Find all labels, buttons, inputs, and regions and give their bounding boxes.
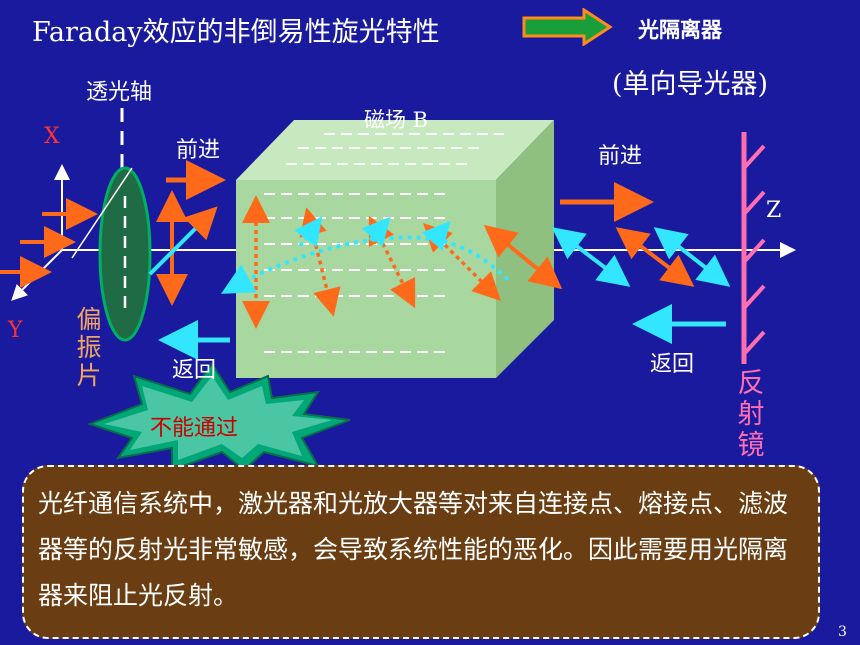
transmission-axis-label: 透光轴 bbox=[86, 80, 153, 105]
blocked-burst-shape bbox=[87, 362, 351, 470]
isolator-label: 光隔离器 bbox=[638, 17, 722, 42]
info-box: 光纤通信系统中，激光器和光放大器等对来自连接点、熔接点、滤波器等的反射光非常敏感… bbox=[22, 465, 820, 639]
right-arrow-icon bbox=[522, 8, 613, 46]
polarizer-label: 偏振片 bbox=[76, 305, 102, 390]
page-number: 3 bbox=[838, 624, 847, 640]
forward-label-left: 前进 bbox=[176, 138, 221, 163]
y-axis-label: Y bbox=[8, 318, 23, 343]
isolator-subtitle: (单向导光器) bbox=[612, 69, 769, 100]
rotated-arrow bbox=[148, 206, 218, 276]
faraday-isolator-diagram bbox=[0, 108, 796, 470]
magnetic-cube bbox=[236, 120, 554, 378]
magnetic-field-label: 磁场 B bbox=[364, 108, 429, 132]
forward-label-right: 前进 bbox=[598, 144, 643, 169]
mirror-label: 反射镜 bbox=[737, 368, 765, 461]
return-label-left: 返回 bbox=[172, 358, 217, 383]
x-axis-label: X bbox=[44, 124, 60, 149]
z-axis-label: Z bbox=[766, 198, 782, 223]
info-text: 光纤通信系统中，激光器和光放大器等对来自连接点、熔接点、滤波器等的反射光非常敏感… bbox=[38, 489, 789, 610]
slide-title: Faraday效应的非倒易性旋光特性 bbox=[32, 17, 440, 48]
return-label-right: 返回 bbox=[650, 352, 695, 377]
blocked-label: 不能通过 bbox=[150, 416, 239, 441]
reflector-mirror bbox=[741, 132, 766, 364]
polarizer-plate bbox=[98, 166, 152, 342]
